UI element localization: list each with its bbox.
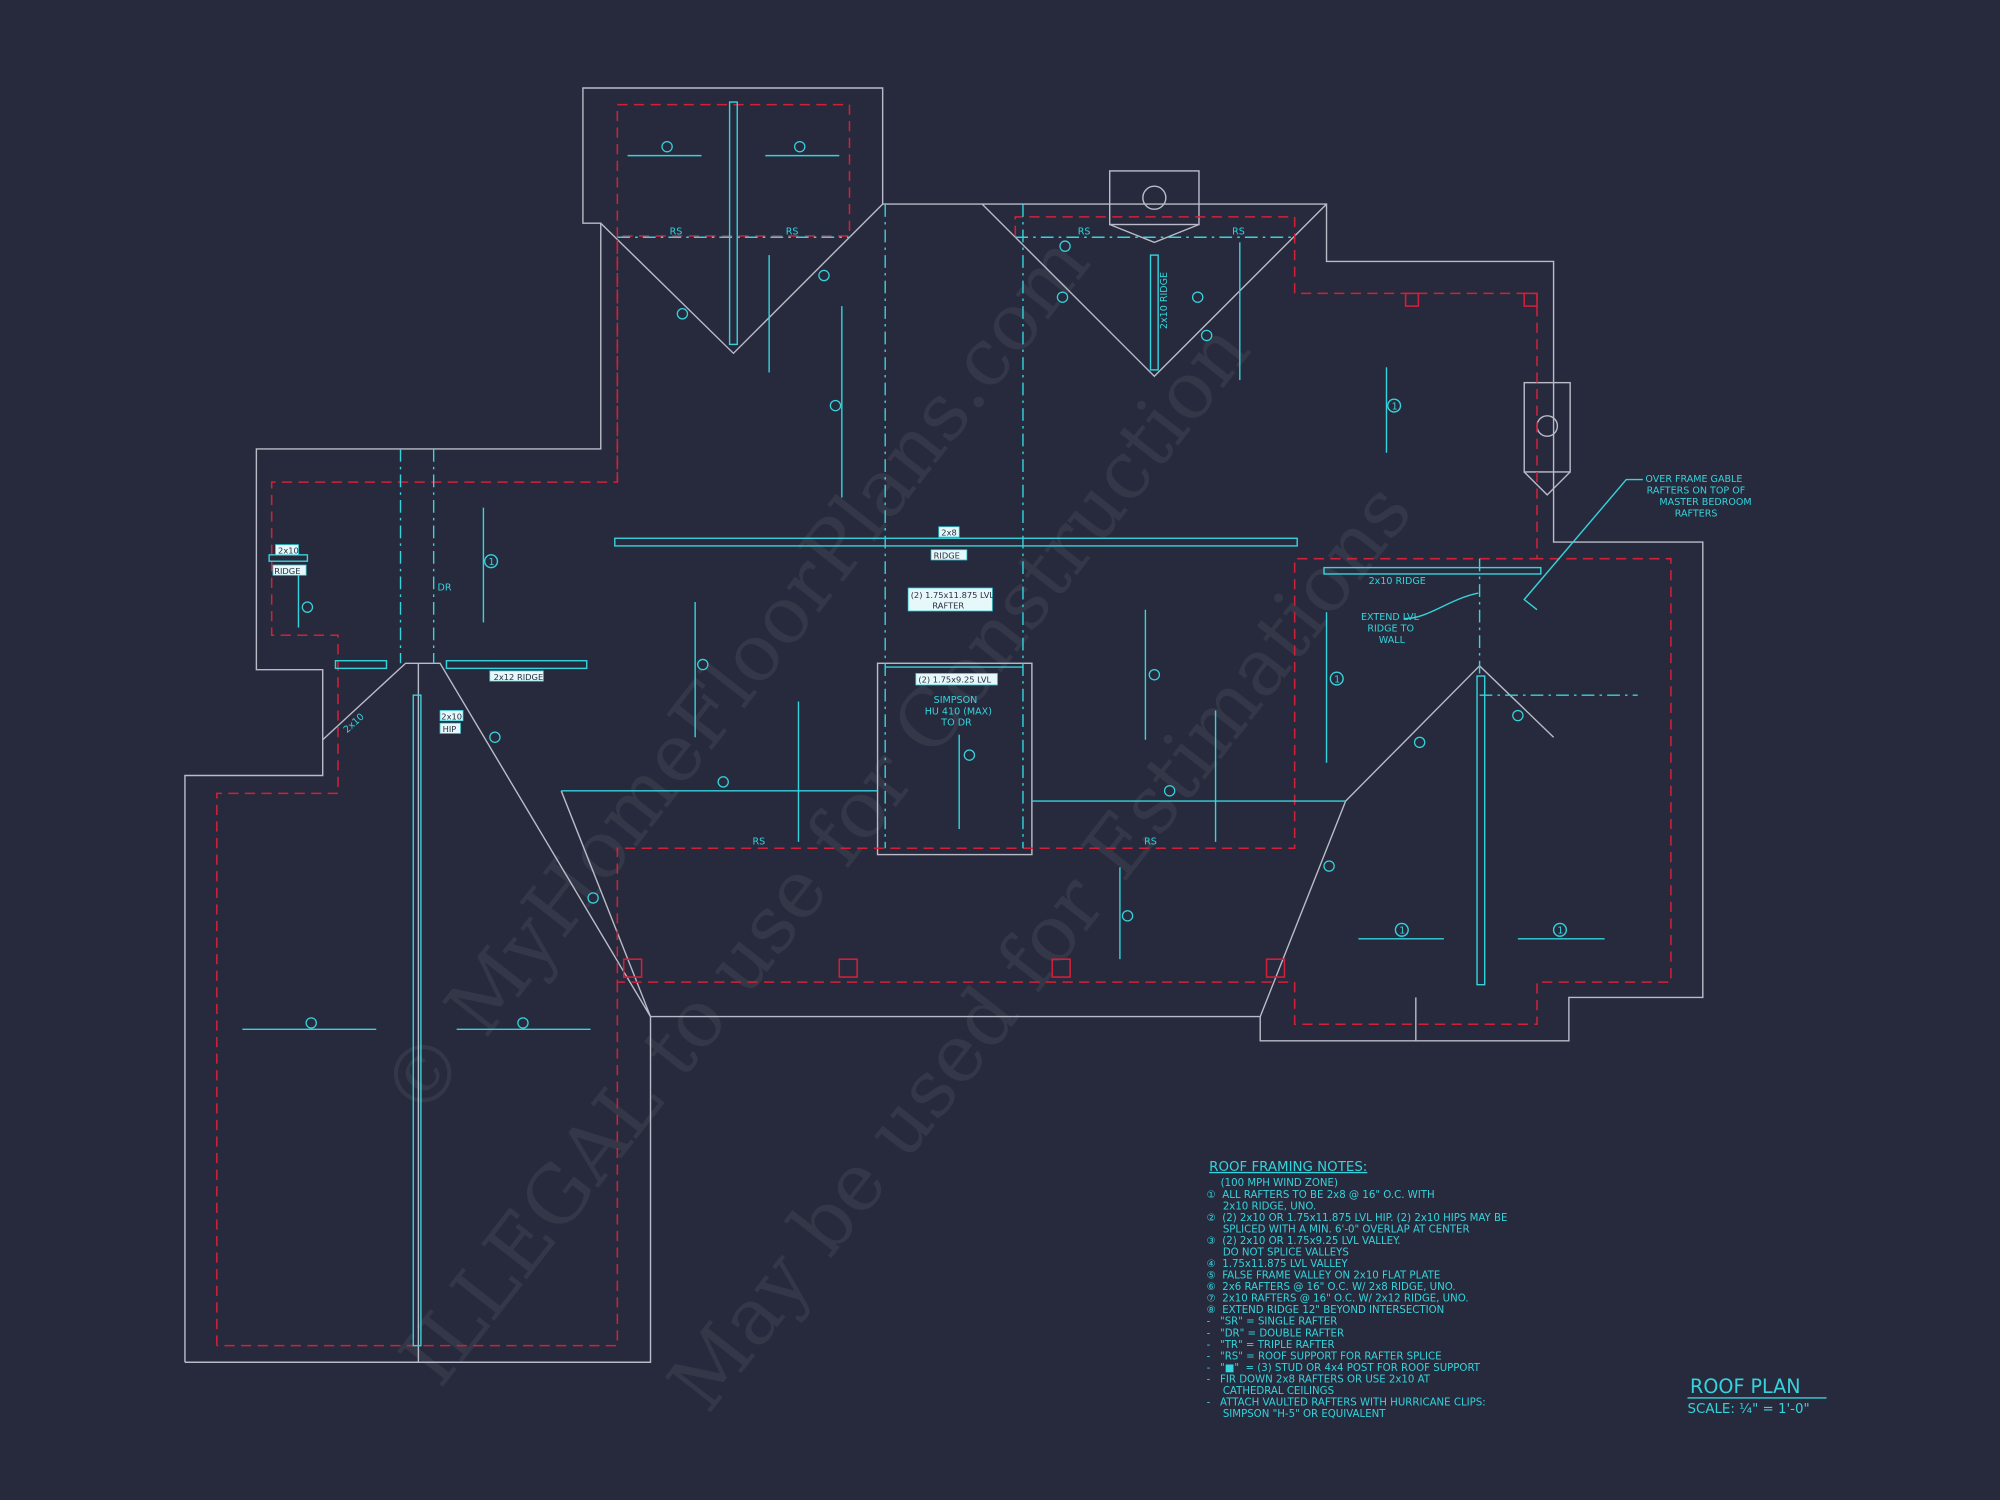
framing-lines xyxy=(242,101,1638,1347)
title-block: ROOF PLAN SCALE: ¼" = 1'-0" xyxy=(1687,1375,1827,1417)
note-line: - "RS" = ROOF SUPPORT FOR RAFTER SPLICE xyxy=(1207,1351,1442,1362)
label-2x8: 2x8 xyxy=(941,528,956,538)
label-overframe-2: RAFTERS ON TOP OF xyxy=(1647,486,1746,497)
label-ridge-2x10-vertical: 2x10 RIDGE xyxy=(1159,272,1170,329)
label-ridge: RIDGE xyxy=(934,551,960,561)
label-extend-lvl-2: RIDGE TO xyxy=(1367,623,1414,634)
label-simpson-3: TO DR xyxy=(940,718,972,729)
label-ridge: RIDGE xyxy=(274,566,300,576)
roof-hip-lines-4 xyxy=(560,790,652,1017)
roof-framing-notes: ROOF FRAMING NOTES: (100 MPH WIND ZONE)①… xyxy=(1207,1160,1508,1420)
note-line: ⑧ EXTEND RIDGE 12" BEYOND INTERSECTION xyxy=(1207,1305,1445,1316)
notes-heading: ROOF FRAMING NOTES: xyxy=(1209,1160,1367,1175)
roof-hip-lines-3 xyxy=(322,662,652,1017)
chimney-2 xyxy=(1523,381,1571,473)
note-line: - "■" = (3) STUD OR 4x4 POST FOR ROOF SU… xyxy=(1207,1363,1481,1374)
label-lvl-beam: (2) 1.75x9.25 LVL xyxy=(918,674,991,684)
roof-hip-lines xyxy=(600,203,884,355)
note-line: - "DR" = DOUBLE RAFTER xyxy=(1207,1328,1344,1339)
chimney-2-cricket xyxy=(1523,471,1571,496)
note-line: ④ 1.75x11.875 LVL VALLEY xyxy=(1207,1259,1349,1270)
post-markers xyxy=(301,140,1538,1029)
note-line: ⑥ 2x6 RAFTERS @ 16" O.C. W/ 2x8 RIDGE, U… xyxy=(1207,1282,1456,1293)
label-lvl-rafter: (2) 1.75x11.875 LVL xyxy=(911,590,995,600)
label-rs: RS xyxy=(1232,227,1245,238)
note-line: SPLICED WITH A MIN. 6'-0" OVERLAP AT CEN… xyxy=(1207,1224,1470,1235)
label-rs: RS xyxy=(753,836,766,847)
label-hip: HIP xyxy=(443,724,457,734)
note-line: ⑦ 2x10 RAFTERS @ 16" O.C. W/ 2x12 RIDGE,… xyxy=(1207,1294,1469,1305)
note-line: ③ (2) 2x10 OR 1.75x9.25 LVL VALLEY. xyxy=(1207,1236,1401,1247)
roof-hip-lines-5 xyxy=(1259,664,1555,1017)
label-extend-lvl-3: WALL xyxy=(1379,635,1406,646)
note-line: (100 MPH WIND ZONE) xyxy=(1221,1178,1338,1189)
label-2x10: 2x10 xyxy=(441,711,462,721)
framing-labels: RS RS RS RS RS RS DR 2x12 RIDGE 2x10 RID… xyxy=(272,227,1752,937)
label-overframe-3: MASTER BEDROOM xyxy=(1659,497,1751,508)
roof-edge-outline xyxy=(216,103,851,1346)
label-ridge-2x10: 2x10 RIDGE xyxy=(1369,576,1426,587)
label-2x10-hip: 2x10 xyxy=(342,711,367,735)
note-line: ② (2) 2x10 OR 1.75x11.875 LVL HIP. (2) 2… xyxy=(1207,1213,1508,1224)
roof-edge-2 xyxy=(616,216,1672,1025)
note-line: - "SR" = SINGLE RAFTER xyxy=(1207,1317,1338,1328)
label-extend-lvl: EXTEND LVL xyxy=(1361,612,1420,623)
note-line: - FIR DOWN 2x8 RAFTERS OR USE 2x10 AT xyxy=(1207,1374,1431,1385)
drawing-title: ROOF PLAN xyxy=(1690,1375,1801,1398)
label-dr: DR xyxy=(438,583,452,594)
label-lvl-rafter-2: RAFTER xyxy=(932,600,964,610)
center-bay xyxy=(876,662,1033,856)
drawing-scale: SCALE: ¼" = 1'-0" xyxy=(1688,1402,1810,1417)
chimney-cricket xyxy=(1109,223,1200,244)
label-simpson-2: HU 410 (MAX) xyxy=(925,706,992,717)
note-ref: 1 xyxy=(1399,926,1405,937)
roof-hip-lines-2 xyxy=(981,203,1328,378)
note-ref: 1 xyxy=(1557,926,1563,937)
chimney-2-flue xyxy=(1536,415,1559,437)
label-rs: RS xyxy=(786,227,799,238)
label-rs: RS xyxy=(1078,227,1091,238)
label-simpson: SIMPSON xyxy=(934,695,978,706)
note-line: - "TR" = TRIPLE RAFTER xyxy=(1207,1340,1335,1351)
chimney xyxy=(1108,170,1200,226)
label-ridge-2x12: 2x12 RIDGE xyxy=(494,672,544,682)
note-ref: 1 xyxy=(489,557,495,568)
label-overframe-4: RAFTERS xyxy=(1675,509,1718,520)
note-line: ⑤ FALSE FRAME VALLEY ON 2x10 FLAT PLATE xyxy=(1207,1271,1441,1282)
label-2x10: 2x10 xyxy=(278,546,299,556)
roof-edge-3 xyxy=(216,982,619,1347)
label-rs: RS xyxy=(670,227,683,238)
note-line: 2x10 RIDGE, UNO. xyxy=(1207,1201,1317,1212)
note-line: CATHEDRAL CEILINGS xyxy=(1207,1386,1334,1397)
label-rs: RS xyxy=(1144,836,1157,847)
note-ref: 1 xyxy=(1334,674,1340,685)
note-line: SIMPSON "H-5" OR EQUIVALENT xyxy=(1207,1409,1387,1420)
note-ref: 1 xyxy=(1392,401,1398,412)
note-line: - ATTACH VAULTED RAFTERS WITH HURRICANE … xyxy=(1207,1398,1486,1409)
note-line: DO NOT SPLICE VALLEYS xyxy=(1207,1247,1349,1258)
label-overframe: OVER FRAME GABLE xyxy=(1645,474,1742,485)
note-line: ① ALL RAFTERS TO BE 2x8 @ 16" O.C. WITH xyxy=(1207,1190,1435,1201)
chimney-flue xyxy=(1142,185,1167,210)
